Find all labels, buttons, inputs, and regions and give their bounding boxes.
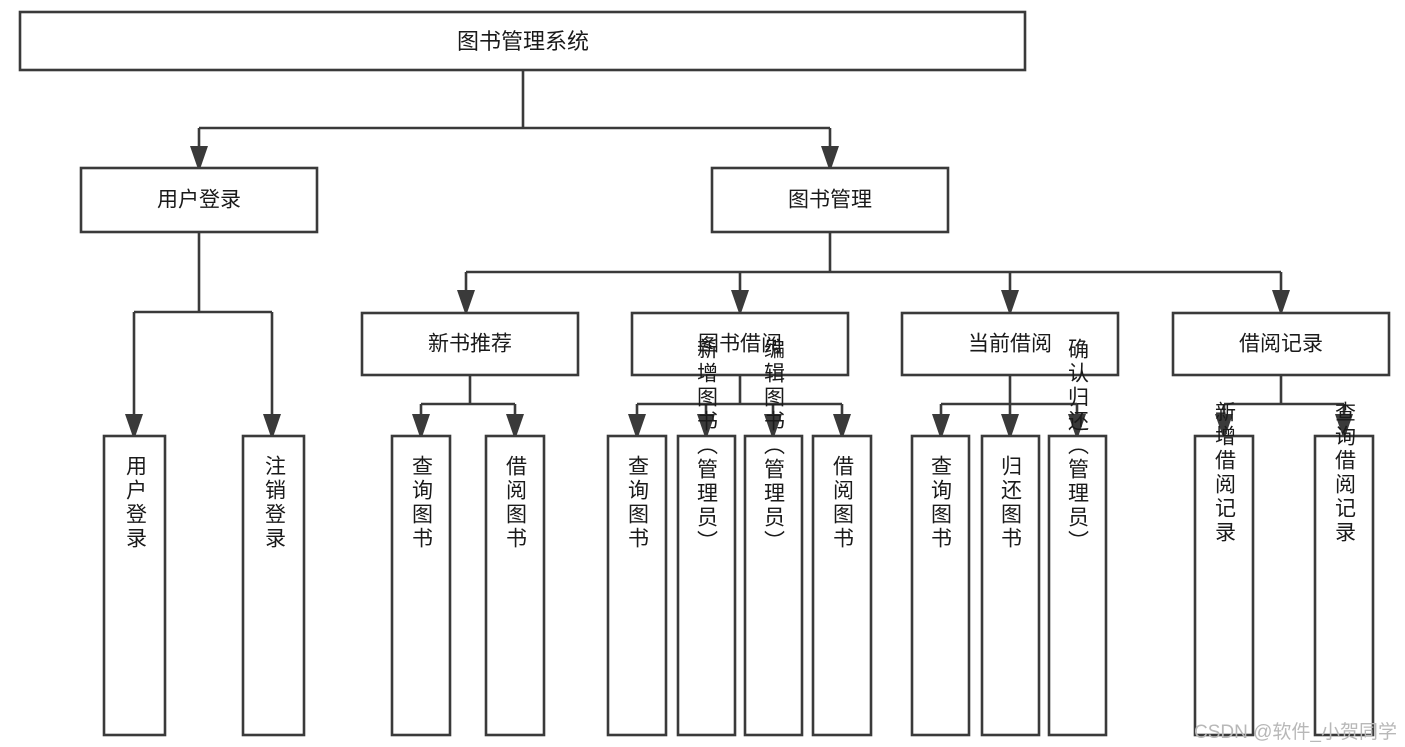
node-leaf-return-book[interactable]: 归还图书 (980, 434, 1041, 737)
node-leaf-query-book-2[interactable]: 查询图书 (606, 434, 668, 737)
node-current-borrow-box[interactable] (900, 311, 1120, 377)
node-leaf-borrow-book-1-label: 借阅图书 (504, 455, 528, 551)
node-user-login-label: 用户登录 (157, 189, 241, 212)
node-leaf-confirm-return-admin[interactable]: 确认归还（管理员） (1047, 338, 1108, 737)
node-root-label: 图书管理系统 (457, 29, 589, 54)
node-root[interactable]: 图书管理系统 (18, 10, 1027, 72)
node-leaf-add-borrow-record-box[interactable] (1193, 434, 1255, 737)
node-book-manage-box[interactable] (710, 166, 950, 234)
node-book-manage-label: 图书管理 (788, 189, 872, 212)
node-user-login[interactable]: 用户登录 (79, 166, 319, 234)
node-borrow-record-box[interactable] (1171, 311, 1391, 377)
node-leaf-query-borrow-record-box[interactable] (1313, 434, 1375, 737)
node-leaf-confirm-return-admin-box[interactable] (1047, 434, 1108, 737)
node-leaf-query-book-1-label: 查询图书 (410, 455, 434, 551)
node-borrow-record-label: 借阅记录 (1239, 333, 1323, 356)
node-book-borrow-label: 图书借阅 (698, 333, 782, 356)
node-leaf-query-borrow-record-label: 查询借阅记录 (1333, 401, 1357, 545)
node-new-book-rec-label: 新书推荐 (428, 333, 512, 356)
node-current-borrow-label: 当前借阅 (968, 333, 1052, 356)
node-leaf-add-borrow-record[interactable]: 新增借阅记录 (1193, 401, 1255, 737)
node-leaf-query-book-3[interactable]: 查询图书 (910, 434, 971, 737)
node-leaf-query-book-1[interactable]: 查询图书 (390, 434, 452, 737)
node-leaf-return-book-label: 归还图书 (999, 455, 1023, 551)
node-root-box[interactable] (18, 10, 1027, 72)
node-leaf-query-book-2-label: 查询图书 (626, 455, 650, 551)
node-leaf-query-book-2-box[interactable] (606, 434, 668, 737)
node-leaf-query-borrow-record[interactable]: 查询借阅记录 (1313, 401, 1375, 737)
node-leaf-return-book-box[interactable] (980, 434, 1041, 737)
node-user-login-box[interactable] (79, 166, 319, 234)
node-leaf-borrow-book-2-label: 借阅图书 (831, 455, 855, 551)
connector-layer (125, 70, 1353, 440)
node-leaf-confirm-return-admin-label: 确认归还（管理员） (1066, 338, 1090, 554)
node-leaf-logout-box[interactable] (241, 434, 306, 737)
node-new-book-rec[interactable]: 新书推荐 (360, 311, 580, 377)
node-leaf-add-borrow-record-label: 新增借阅记录 (1213, 401, 1237, 545)
node-book-borrow-box[interactable] (630, 311, 850, 377)
node-leaf-borrow-book-1-box[interactable] (484, 434, 546, 737)
node-leaf-query-book-3-box[interactable] (910, 434, 971, 737)
node-leaf-edit-book-admin[interactable]: 编辑图书（管理员） (743, 338, 804, 737)
node-leaf-user-login-box[interactable] (102, 434, 167, 737)
watermark: CSDN @软件_小贺同学 (1194, 722, 1397, 743)
node-borrow-record[interactable]: 借阅记录 (1171, 311, 1391, 377)
node-leaf-edit-book-admin-label: 编辑图书（管理员） (762, 338, 786, 554)
node-leaf-query-book-1-box[interactable] (390, 434, 452, 737)
node-book-manage[interactable]: 图书管理 (710, 166, 950, 234)
node-book-borrow[interactable]: 图书借阅 (630, 311, 850, 377)
node-leaf-add-book-admin-label: 新增图书（管理员） (695, 338, 719, 554)
node-leaf-logout[interactable]: 注销登录 (241, 434, 306, 737)
node-leaf-user-login-label: 用户登录 (124, 455, 148, 551)
node-leaf-borrow-book-2[interactable]: 借阅图书 (811, 434, 873, 737)
node-leaf-add-book-admin-box[interactable] (676, 434, 737, 737)
node-leaf-borrow-book-1[interactable]: 借阅图书 (484, 434, 546, 737)
node-leaf-add-book-admin[interactable]: 新增图书（管理员） (676, 338, 737, 737)
node-leaf-logout-label: 注销登录 (263, 455, 287, 551)
node-leaf-user-login[interactable]: 用户登录 (102, 434, 167, 737)
node-new-book-rec-box[interactable] (360, 311, 580, 377)
node-leaf-edit-book-admin-box[interactable] (743, 434, 804, 737)
node-current-borrow[interactable]: 当前借阅 (900, 311, 1120, 377)
node-leaf-query-book-3-label: 查询图书 (929, 455, 953, 551)
node-leaf-borrow-book-2-box[interactable] (811, 434, 873, 737)
